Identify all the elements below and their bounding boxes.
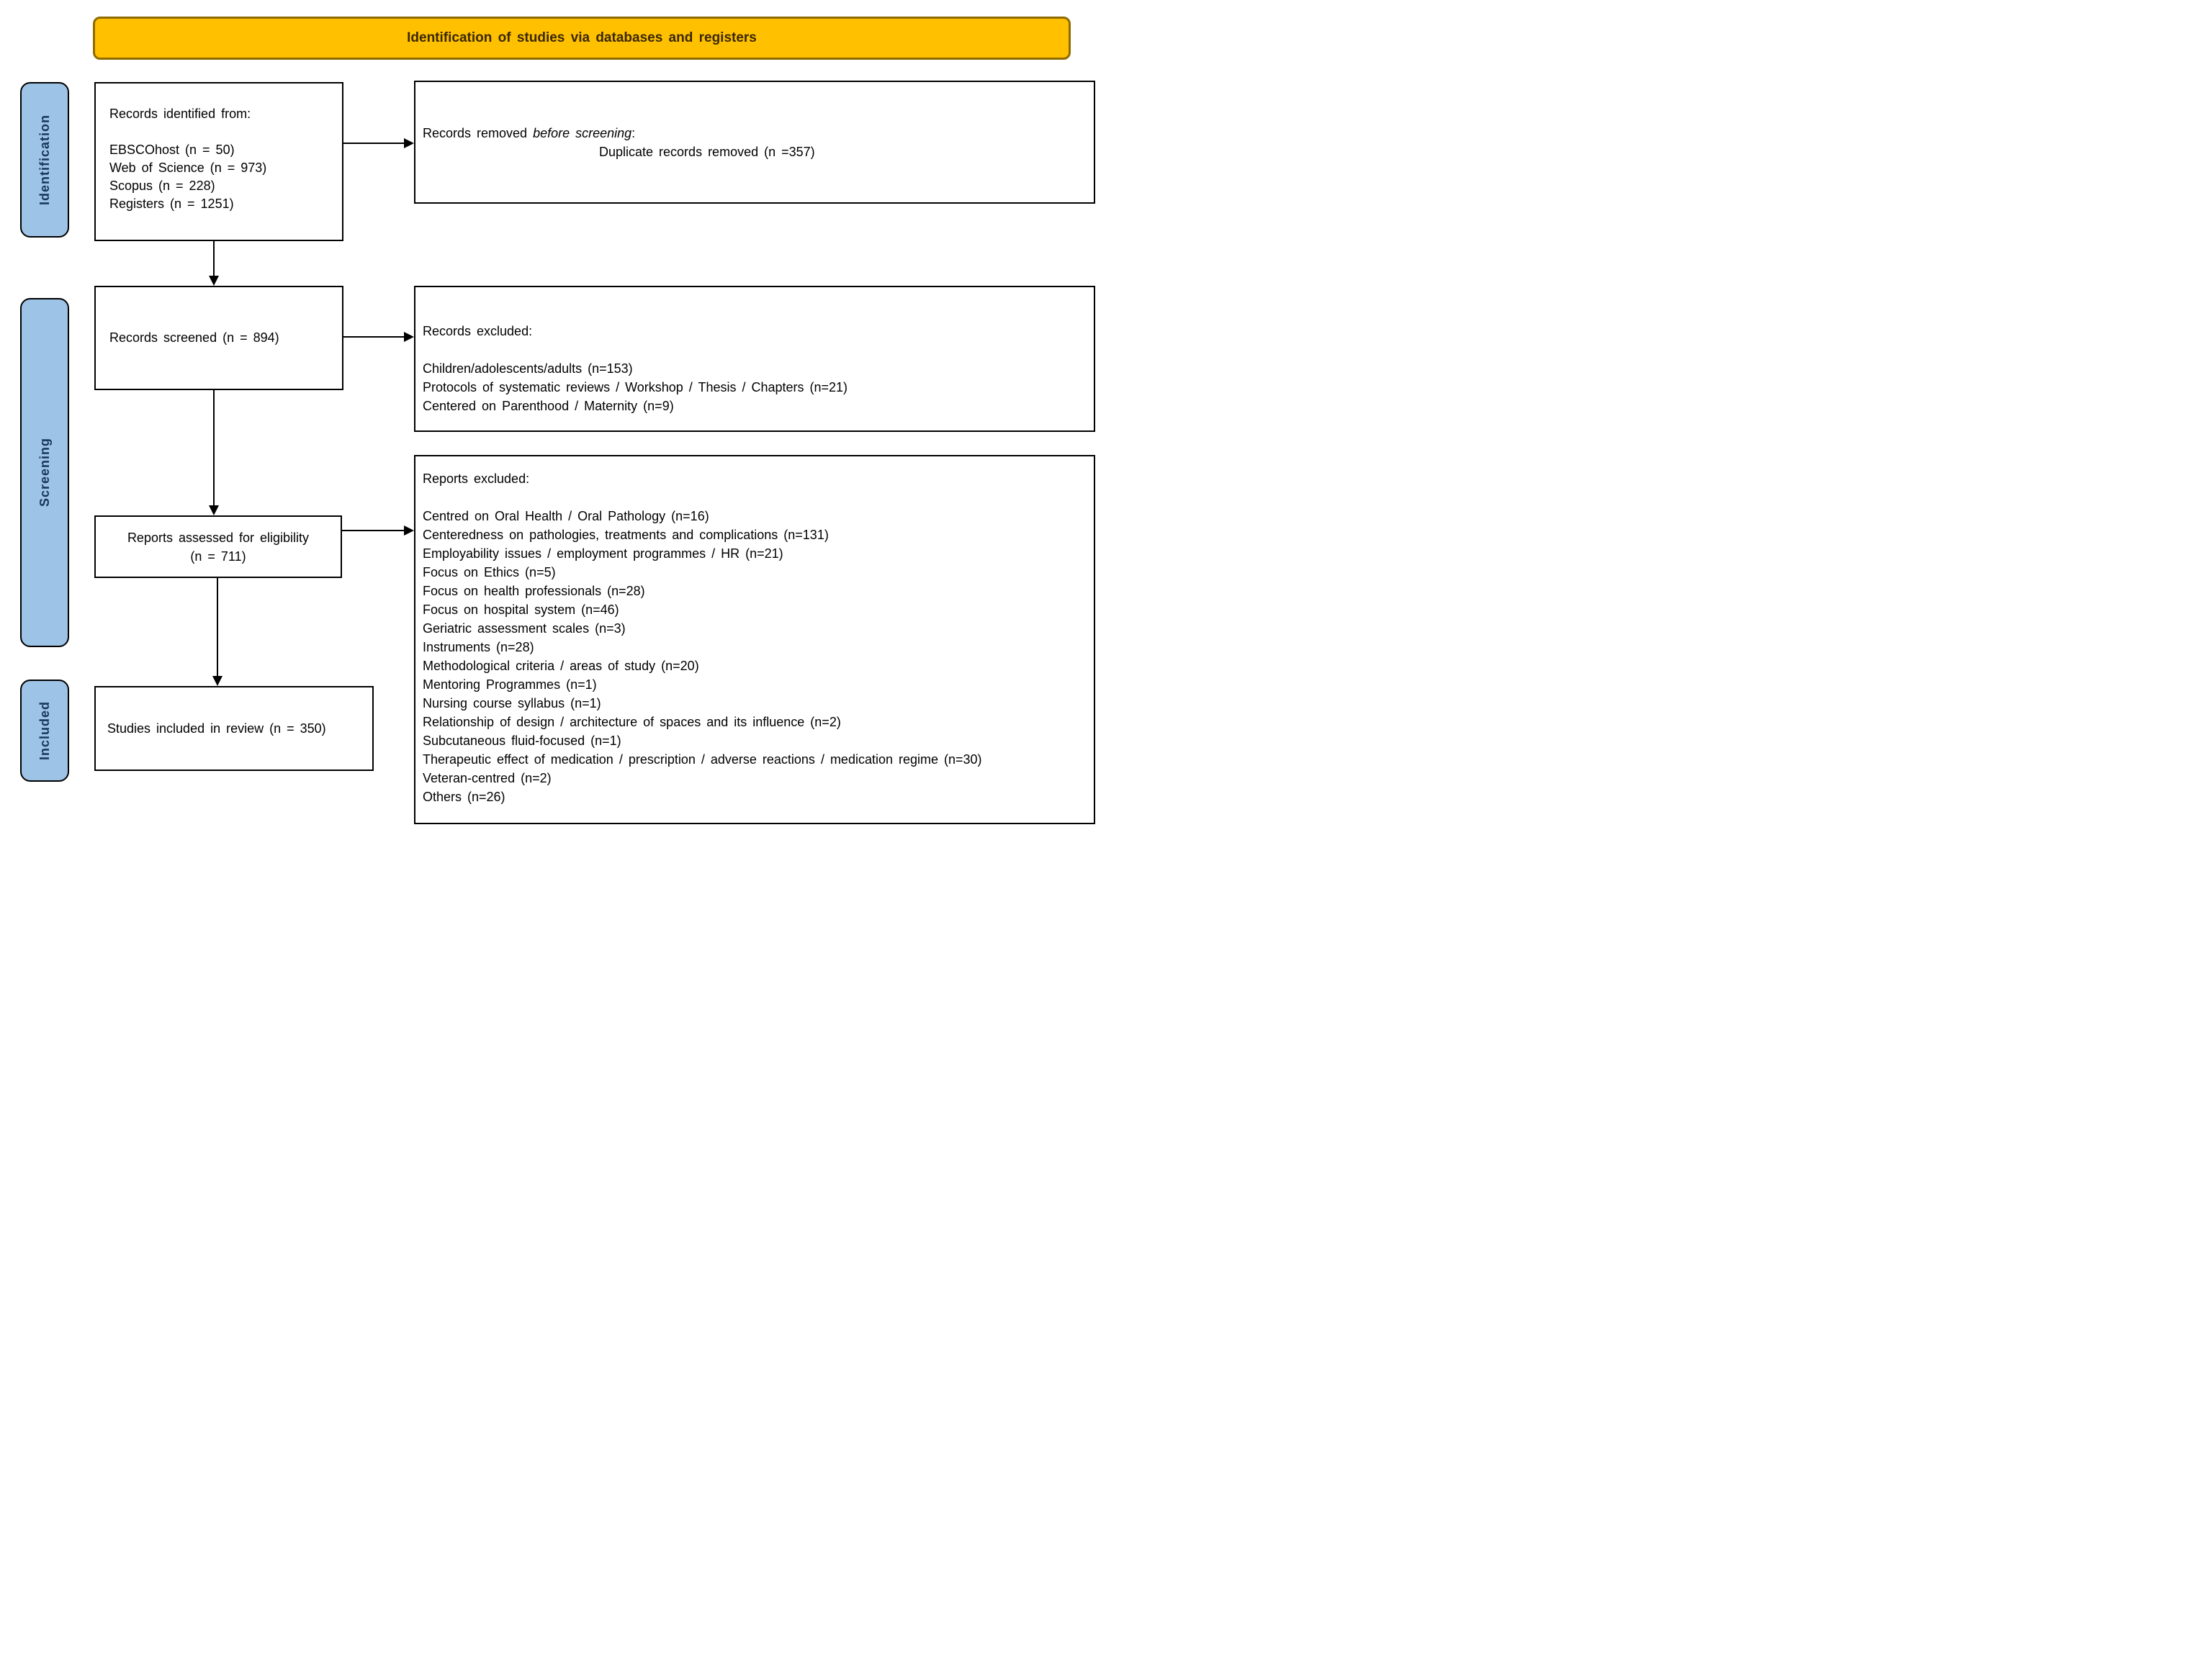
arrow-screened-to-assessed [209, 390, 219, 515]
reports-excluded-list: Centred on Oral Health / Oral Pathology … [423, 507, 1087, 806]
spacer [109, 123, 333, 141]
list-item: Registers (n = 1251) [109, 197, 234, 211]
box-records-identified: Records identified from: EBSCOhost (n = … [94, 82, 343, 241]
stage-screening: Screening [20, 298, 69, 647]
list-item: Methodological criteria / areas of study… [423, 659, 699, 673]
list-item: Instruments (n=28) [423, 640, 534, 654]
list-item: Focus on health professionals (n=28) [423, 584, 645, 598]
box-reports-excluded: Reports excluded: Centred on Oral Health… [414, 455, 1095, 824]
spacer [423, 340, 1087, 359]
list-item: Web of Science (n = 973) [109, 161, 267, 175]
spacer [423, 488, 1087, 507]
box-studies-included: Studies included in review (n = 350) [94, 686, 374, 771]
list-item: Centred on Oral Health / Oral Pathology … [423, 509, 709, 523]
list-item: Geriatric assessment scales (n=3) [423, 621, 626, 636]
records-excluded-list: Children/adolescents/adults (n=153) Proto… [423, 359, 1087, 415]
list-item: Focus on Ethics (n=5) [423, 565, 556, 579]
stage-screening-label: Screening [37, 438, 52, 507]
list-item: Centered on Parenthood / Maternity (n=9) [423, 399, 674, 413]
box-records-excluded: Records excluded: Children/adolescents/a… [414, 286, 1095, 432]
stage-included: Included [20, 680, 69, 782]
list-item: Children/adolescents/adults (n=153) [423, 361, 633, 376]
list-item: Relationship of design / architecture of… [423, 715, 841, 729]
box-records-removed: Records removed before screening: Duplic… [414, 81, 1095, 204]
records-identified-title: Records identified from: [109, 107, 251, 121]
records-excluded-title: Records excluded: [423, 324, 533, 338]
list-item: Centeredness on pathologies, treatments … [423, 528, 829, 542]
stage-identification: Identification [20, 82, 69, 238]
records-identified-list: EBSCOhost (n = 50) Web of Science (n = 97… [109, 141, 333, 213]
prisma-flow-diagram: Identification of studies via databases … [0, 0, 1106, 833]
stage-included-label: Included [37, 700, 52, 760]
list-item: Focus on hospital system (n=46) [423, 603, 619, 617]
list-item: Mentoring Programmes (n=1) [423, 677, 597, 692]
list-item: Therapeutic effect of medication / presc… [423, 752, 982, 767]
studies-included-label: Studies included in review (n = 350) [107, 721, 326, 736]
list-item: Others (n=26) [423, 790, 505, 804]
duplicate-records-line: Duplicate records removed (n =357) [599, 144, 815, 159]
stage-identification-label: Identification [37, 114, 52, 205]
list-item: Scopus (n = 228) [109, 179, 215, 193]
list-item: Employability issues / employment progra… [423, 546, 783, 561]
list-item: Veteran-centred (n=2) [423, 771, 552, 785]
reports-assessed-line1: Reports assessed for eligibility [127, 530, 310, 545]
banner-label: Identification of studies via databases … [407, 30, 757, 45]
arrow-assessed-to-reports-excluded [342, 525, 414, 536]
arrow-screened-to-excluded [343, 332, 414, 342]
list-item: Subcutaneous fluid-focused (n=1) [423, 734, 621, 748]
reports-excluded-title: Reports excluded: [423, 471, 530, 486]
box-reports-assessed: Reports assessed for eligibility (n = 71… [94, 515, 342, 578]
records-screened-label: Records screened (n = 894) [109, 330, 279, 345]
records-removed-title: Records removed before screening: [423, 124, 1094, 143]
banner: Identification of studies via databases … [93, 17, 1071, 60]
records-removed-italic: before screening [533, 125, 632, 140]
box-records-screened: Records screened (n = 894) [94, 286, 343, 390]
list-item: Nursing course syllabus (n=1) [423, 696, 601, 710]
records-removed-prefix: Records removed [423, 125, 534, 140]
arrow-identified-to-removed [343, 138, 414, 148]
list-item: Protocols of systematic reviews / Worksh… [423, 380, 848, 394]
records-removed-suffix: : [631, 125, 636, 140]
arrow-identified-to-screened [209, 241, 219, 286]
list-item: EBSCOhost (n = 50) [109, 143, 235, 157]
arrow-assessed-to-included [212, 578, 222, 686]
reports-assessed-line2: (n = 711) [190, 549, 246, 564]
